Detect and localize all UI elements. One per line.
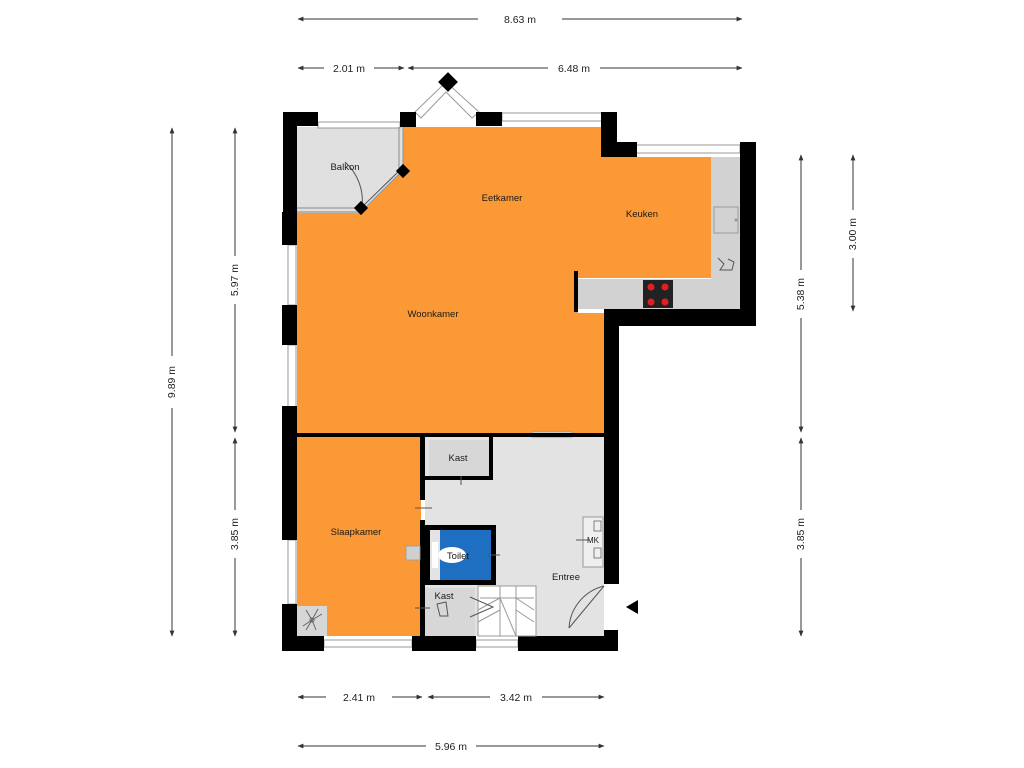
kast-top-floor (429, 440, 489, 476)
room-label-kast-top: Kast (448, 453, 467, 464)
room-label-entree: Entree (552, 572, 580, 583)
window-left-3 (287, 539, 297, 605)
dimension-labels: 8.63 m 2.01 m 6.48 m 9.89 m 5.97 m 3.85 … (166, 14, 859, 753)
window-bottom-2 (475, 639, 519, 648)
window-top-mid (501, 112, 603, 122)
wall (425, 476, 493, 480)
wall (601, 142, 637, 157)
wall (282, 212, 297, 245)
cooktop-icon (643, 280, 673, 308)
window-left-2 (287, 344, 297, 408)
stairs-floor (478, 586, 536, 636)
dim-label-top-right: 6.48 m (558, 63, 590, 75)
dim-label-top-left: 2.01 m (333, 63, 365, 75)
dim-label-bottom-right: 3.42 m (500, 692, 532, 704)
window-kitchen-top (635, 144, 741, 154)
dim-label-bottom-left: 2.41 m (343, 692, 375, 704)
meter-cupboard (582, 516, 604, 568)
wall (476, 112, 502, 126)
wall (420, 520, 425, 636)
dim-label-right-kitchen: 3.00 m (847, 218, 859, 250)
dim-label-top-total: 8.63 m (504, 14, 536, 26)
dishwasher-icon (717, 257, 735, 271)
balcony-outline (297, 127, 404, 213)
room-label-mk: MK (587, 536, 600, 545)
balcony-door-post (395, 163, 411, 179)
sink-icon (713, 206, 739, 234)
dim-label-left-lower: 3.85 m (229, 518, 241, 550)
wall (425, 525, 430, 585)
wall (489, 437, 493, 477)
window-left-1 (287, 244, 297, 306)
room-label-eetkamer: Eetkamer (482, 193, 523, 204)
living-floor (297, 127, 741, 436)
other-fixtures (302, 516, 604, 637)
wall (400, 112, 416, 127)
toilet-tank-icon (432, 542, 438, 568)
wall (282, 406, 297, 540)
entrance-arrow-icon (626, 600, 638, 614)
room-label-toilet: Toilet (447, 551, 470, 562)
dim-label-left-total: 9.89 m (166, 366, 178, 398)
burner-icon (647, 283, 655, 291)
room-labels: Balkon Eetkamer Keuken Woonkamer Kast Sl… (330, 162, 658, 602)
wall (438, 72, 458, 92)
wall (604, 309, 619, 584)
fan-icon (302, 608, 323, 631)
wall (420, 436, 425, 500)
radiator-icon (405, 545, 421, 561)
balcony-door-post (353, 200, 369, 216)
dim-label-bottom-total: 5.96 m (435, 741, 467, 753)
wall (425, 525, 495, 530)
wall (604, 309, 756, 326)
meter-icon (593, 547, 602, 559)
wall (297, 433, 604, 437)
wall (412, 636, 476, 651)
wall (518, 636, 618, 651)
shelf-icon (436, 601, 449, 617)
wall (425, 580, 495, 585)
sink-drain (734, 218, 738, 222)
burner-icon (647, 298, 655, 306)
window-balcony-top (317, 121, 401, 129)
room-label-slaapkamer: Slaapkamer (331, 527, 382, 538)
dim-label-right-lower: 3.85 m (795, 518, 807, 550)
entree-floor (425, 436, 604, 636)
wall (740, 142, 756, 326)
wall (282, 305, 297, 345)
meter-icon (593, 520, 602, 532)
wall (282, 604, 297, 644)
walls (282, 72, 756, 651)
burner-icon (661, 283, 669, 291)
wall (574, 271, 578, 312)
kast-bottom-floor (425, 588, 475, 636)
bedroom-floor (297, 436, 421, 636)
tick-markers (415, 476, 589, 609)
toilet-bowl-icon (438, 547, 466, 563)
room-label-keuken: Keuken (626, 209, 658, 220)
entrance-door (568, 585, 605, 629)
burner-icon (661, 298, 669, 306)
dim-label-left-upper: 5.97 m (229, 264, 241, 296)
wall (283, 112, 297, 212)
stair-direction-icon (469, 596, 495, 618)
room-label-kast-bottom: Kast (434, 591, 453, 602)
dimension-lines (169, 16, 856, 749)
room-label-woonkamer: Woonkamer (407, 309, 458, 320)
window-bottom-1 (323, 639, 413, 648)
kitchen-fixtures (643, 206, 739, 308)
staircase (477, 585, 537, 637)
room-label-balkon: Balkon (330, 162, 359, 173)
balcony-floor (297, 127, 403, 213)
dim-label-right-upper: 5.38 m (795, 278, 807, 310)
